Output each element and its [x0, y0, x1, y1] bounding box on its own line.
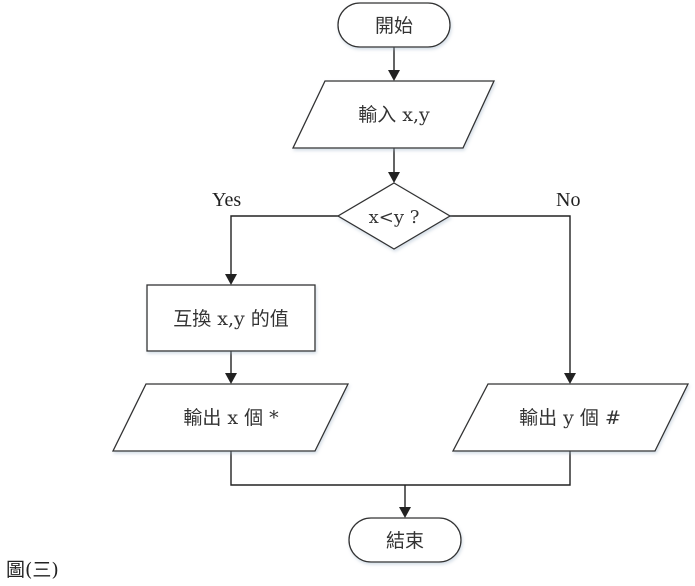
arrowhead-icon	[225, 373, 237, 384]
figure-caption: 圖(三)	[6, 559, 59, 581]
output-x-label: 輸出 x 個 *	[183, 407, 279, 429]
input-label: 輸入 x,y	[358, 104, 430, 126]
arrowhead-icon	[399, 507, 411, 518]
decision-label: x<y ?	[369, 207, 420, 228]
arrowhead-icon	[225, 274, 237, 285]
yes-branch-label: Yes	[212, 189, 241, 211]
edge-decision-yes	[230, 215, 338, 274]
no-branch-label: No	[556, 189, 580, 211]
end-node: 結束	[348, 517, 462, 563]
arrowhead-icon	[388, 172, 400, 183]
arrowhead-icon	[388, 70, 400, 81]
start-node: 開始	[337, 2, 451, 48]
output-y-node: 輸出 y 個 #	[451, 383, 690, 452]
start-label: 開始	[375, 15, 413, 37]
input-node: 輸入 x,y	[291, 80, 496, 149]
connectors	[225, 47, 576, 518]
arrowhead-icon	[564, 373, 576, 384]
end-label: 結束	[386, 530, 424, 552]
edge-output-x-to-merge	[230, 451, 571, 486]
output-y-label: 輸出 y 個 #	[519, 407, 621, 429]
decision-node: x<y ?	[336, 182, 452, 250]
swap-label: 互換 x,y 的值	[173, 308, 289, 330]
output-x-node: 輸出 x 個 *	[111, 383, 350, 452]
edge-decision-no	[450, 215, 571, 373]
swap-node: 互換 x,y 的值	[146, 284, 316, 352]
